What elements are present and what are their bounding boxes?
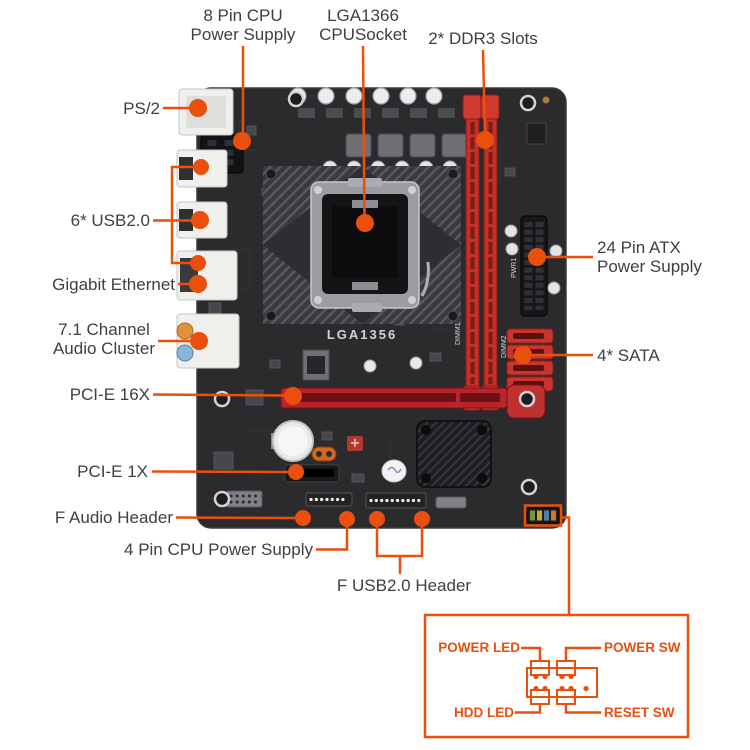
ethernet-port — [176, 250, 238, 301]
dot-ethernet — [189, 275, 207, 293]
atx-24pin-connector — [504, 215, 563, 317]
label-f-audio: F Audio Header — [54, 508, 173, 527]
jumper-orange — [311, 446, 337, 462]
label-pcie16: PCI-E 16X — [69, 385, 150, 404]
hdd-led-line — [515, 704, 542, 714]
dot-cpu-socket — [356, 214, 374, 232]
label-line: Power Supply — [597, 257, 702, 276]
label-sata: 4* SATA — [597, 346, 660, 365]
label-hdd-led: HDD LED — [454, 705, 514, 720]
label-ethernet: Gigabit Ethernet — [52, 275, 175, 294]
callout-bracket-usb — [170, 165, 199, 265]
buzzer-sticker — [381, 459, 407, 483]
label-line: CPUSocket — [319, 25, 407, 44]
callout-lines — [151, 45, 593, 614]
label-line: Audio Cluster — [52, 339, 156, 358]
label-atx: 24 Pin ATX Power Supply — [597, 238, 702, 276]
label-f-usb: F USB2.0 Header — [336, 576, 472, 595]
dot-f-audio — [295, 510, 311, 526]
front-panel-box — [423, 613, 690, 739]
callout-line-cpu-4pin — [316, 524, 349, 551]
label-line: 7.1 Channel — [58, 320, 150, 339]
callout-line-ddr3 — [481, 49, 487, 137]
dot-f-usb-left — [369, 511, 385, 527]
dot-usb-top — [193, 159, 209, 175]
dot-cpu-4pin — [339, 511, 355, 527]
m2-area — [302, 349, 423, 381]
dot-audio — [190, 332, 208, 350]
label-cpu-4pin: 4 Pin CPU Power Supply — [124, 540, 313, 559]
cmos-battery — [271, 420, 314, 462]
label-cpu-socket: LGA1366 CPUSocket — [280, 6, 446, 44]
power-led-line — [521, 646, 542, 661]
label-usb: 6* USB2.0 — [70, 211, 150, 230]
callout-line-cpu-socket — [361, 45, 366, 220]
dot-usb-mid — [191, 211, 209, 229]
bottom-headers — [225, 490, 467, 509]
label-ps2: PS/2 — [123, 99, 160, 118]
dot-usb-bottom — [190, 255, 206, 271]
label-ddr3: 2* DDR3 Slots — [428, 29, 538, 48]
dot-pcie16 — [284, 387, 302, 405]
label-audio: 7.1 Channel Audio Cluster — [44, 320, 164, 358]
dot-ps2 — [189, 99, 207, 117]
callout-line-pcie16 — [152, 393, 286, 397]
dot-f-usb-right — [414, 511, 430, 527]
socket-silkscreen: LGA1356 — [327, 327, 397, 342]
label-line: Power Supply — [190, 25, 296, 44]
dot-ddr3 — [476, 131, 494, 149]
label-power-sw: POWER SW — [604, 640, 681, 655]
power-sw-line — [564, 646, 601, 661]
callout-bracket-f-usb — [375, 524, 424, 558]
callout-dots — [189, 99, 546, 527]
label-line: 8 Pin CPU — [203, 6, 283, 25]
small-red-chip — [347, 436, 363, 451]
dot-atx — [528, 248, 546, 266]
pwr1-silkscreen: PWR1 — [511, 258, 518, 278]
front-panel-header — [526, 507, 560, 524]
dot-cpu-8pin — [233, 132, 251, 150]
cpu-socket — [263, 166, 461, 324]
label-power-led: POWER LED — [438, 640, 520, 655]
pin-dots — [533, 673, 589, 692]
label-line: LGA1366 — [327, 6, 399, 25]
dot-pcie1 — [288, 464, 304, 480]
front-panel-highlight — [523, 504, 563, 527]
chipset-heatsink — [416, 420, 492, 488]
label-cpu-8pin: 8 Pin CPU Power Supply — [160, 6, 326, 44]
callout-line-pcie1 — [151, 470, 290, 474]
callout-line-front-panel — [560, 516, 571, 614]
reset-sw-line — [564, 704, 601, 714]
dot-sata — [514, 346, 532, 364]
dimm2-silkscreen: DIMM2 — [501, 335, 508, 358]
label-reset-sw: RESET SW — [604, 705, 675, 720]
pcie-16x-slot — [280, 384, 546, 419]
callout-line-f-audio — [175, 516, 297, 520]
label-line: 24 Pin ATX — [597, 238, 681, 257]
dimm1-silkscreen: DIMM1 — [455, 322, 462, 345]
pin-header-outline — [526, 667, 598, 698]
label-pcie1: PCI-E 1X — [77, 462, 148, 481]
